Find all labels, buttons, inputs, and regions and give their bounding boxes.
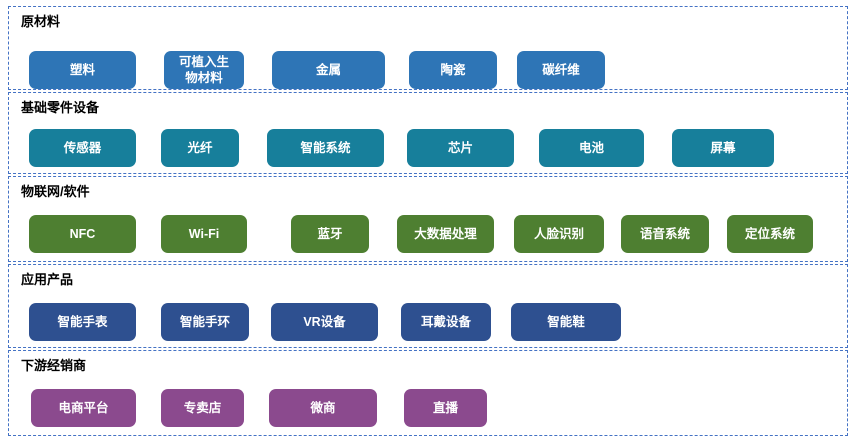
node-box[interactable]: 语音系统: [621, 215, 709, 253]
node-box[interactable]: 微商: [269, 389, 377, 427]
section-title-raw-materials: 原材料: [21, 14, 61, 29]
node-box[interactable]: 金属: [272, 51, 385, 89]
section-title-iot-software: 物联网/软件: [21, 184, 90, 199]
node-box[interactable]: 智能系统: [267, 129, 384, 167]
node-box[interactable]: NFC: [29, 215, 136, 253]
node-box[interactable]: 专卖店: [161, 389, 244, 427]
section-raw-materials: 原材料塑料可植入生 物材料金属陶瓷碳纤维: [8, 6, 848, 90]
node-box[interactable]: 可植入生 物材料: [164, 51, 244, 89]
section-iot-software: 物联网/软件 NFC Wi-Fi 蓝牙大数据处理人脸识别语音系统定位系统: [8, 176, 848, 262]
node-box[interactable]: 光纤: [161, 129, 239, 167]
node-box[interactable]: 蓝牙: [291, 215, 369, 253]
node-box[interactable]: 智能手表: [29, 303, 136, 341]
node-box[interactable]: 陶瓷: [409, 51, 497, 89]
node-box[interactable]: 电池: [539, 129, 644, 167]
section-downstream-distributors: 下游经销商电商平台专卖店微商直播: [8, 350, 848, 436]
node-box[interactable]: 塑料: [29, 51, 136, 89]
node-box[interactable]: 大数据处理: [397, 215, 494, 253]
section-application-products: 应用产品智能手表智能手环 VR设备耳戴设备智能鞋: [8, 264, 848, 348]
node-box[interactable]: 碳纤维: [517, 51, 605, 89]
section-title-downstream-distributors: 下游经销商: [21, 358, 87, 373]
node-box[interactable]: 耳戴设备: [401, 303, 491, 341]
node-box[interactable]: 智能手环: [161, 303, 249, 341]
node-box[interactable]: 人脸识别: [514, 215, 604, 253]
section-basic-components: 基础零件设备传感器光纤智能系统芯片电池屏幕: [8, 92, 848, 174]
node-box[interactable]: 芯片: [407, 129, 514, 167]
node-box[interactable]: 定位系统: [727, 215, 813, 253]
node-box[interactable]: Wi-Fi: [161, 215, 247, 253]
section-title-application-products: 应用产品: [21, 272, 74, 287]
section-title-basic-components: 基础零件设备: [21, 100, 100, 115]
node-box[interactable]: 智能鞋: [511, 303, 621, 341]
node-box[interactable]: 直播: [404, 389, 487, 427]
node-box[interactable]: VR设备: [271, 303, 378, 341]
node-box[interactable]: 电商平台: [31, 389, 136, 427]
node-box[interactable]: 屏幕: [672, 129, 774, 167]
node-box[interactable]: 传感器: [29, 129, 136, 167]
